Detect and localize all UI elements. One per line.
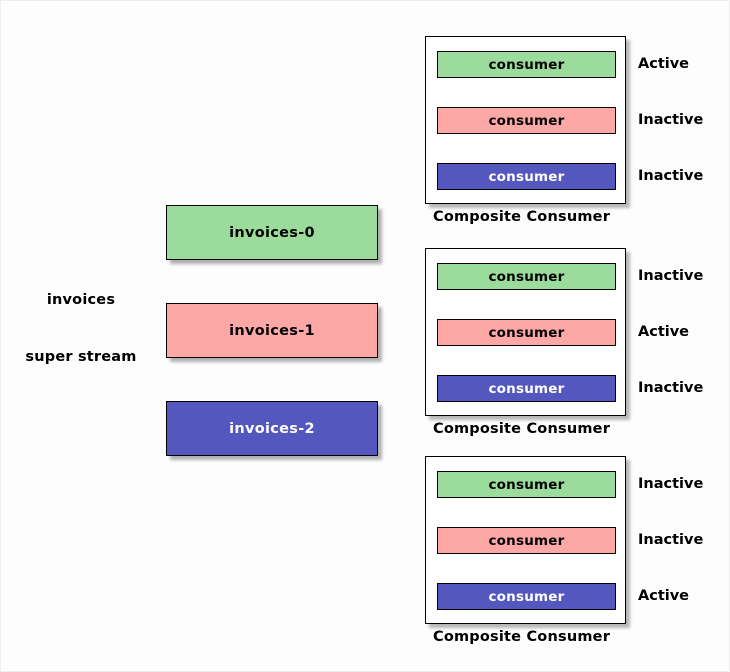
- partition-box-invoices-0: invoices-0: [166, 205, 378, 260]
- composite-consumer-group-2: consumer consumer consumer Inactive Acti…: [425, 248, 703, 437]
- consumer-status-label: Inactive: [638, 111, 704, 128]
- composite-consumer-caption: Composite Consumer: [433, 629, 611, 645]
- consumer-label: consumer: [488, 380, 565, 397]
- partition-label: invoices-0: [229, 224, 315, 241]
- consumer-box: consumer: [437, 319, 616, 346]
- consumer-box: consumer: [437, 163, 616, 190]
- composite-consumer-group-3: consumer consumer consumer Inactive Inac…: [425, 456, 703, 645]
- partition-label: invoices-2: [229, 420, 315, 437]
- composite-consumer-box: consumer consumer consumer: [425, 456, 626, 624]
- consumer-label: consumer: [488, 588, 565, 605]
- partition-box-invoices-2: invoices-2: [166, 401, 378, 456]
- composite-consumer-group-1: consumer consumer consumer Active Inacti…: [425, 36, 703, 225]
- composite-consumer-box: consumer consumer consumer: [425, 36, 626, 204]
- consumer-box: consumer: [437, 375, 616, 402]
- consumer-status-label: Inactive: [638, 267, 704, 284]
- consumer-label: consumer: [488, 532, 565, 549]
- partition-box-invoices-1: invoices-1: [166, 303, 378, 358]
- consumer-label: consumer: [488, 56, 565, 73]
- consumer-status-label: Inactive: [638, 379, 704, 396]
- composite-consumer-caption: Composite Consumer: [433, 421, 611, 437]
- super-stream-kind-label: super stream: [25, 349, 137, 365]
- consumer-label: consumer: [488, 324, 565, 341]
- consumer-status-label: Active: [638, 55, 690, 72]
- partition-label: invoices-1: [229, 322, 315, 339]
- consumer-box: consumer: [437, 527, 616, 554]
- consumer-status-label: Active: [638, 587, 690, 604]
- consumer-box: consumer: [437, 263, 616, 290]
- consumer-label: consumer: [488, 476, 565, 493]
- composite-consumer-box: consumer consumer consumer: [425, 248, 626, 416]
- super-stream-name-label: invoices: [46, 292, 116, 308]
- consumer-status-label: Inactive: [638, 167, 704, 184]
- consumer-status-label: Active: [638, 323, 690, 340]
- consumer-status-label: Inactive: [638, 475, 704, 492]
- consumer-label: consumer: [488, 168, 565, 185]
- consumer-status-label: Inactive: [638, 531, 704, 548]
- consumer-box: consumer: [437, 51, 616, 78]
- consumer-label: consumer: [488, 112, 565, 129]
- consumer-box: consumer: [437, 471, 616, 498]
- consumer-box: consumer: [437, 107, 616, 134]
- composite-consumer-caption: Composite Consumer: [433, 209, 611, 225]
- consumer-box: consumer: [437, 583, 616, 610]
- consumer-label: consumer: [488, 268, 565, 285]
